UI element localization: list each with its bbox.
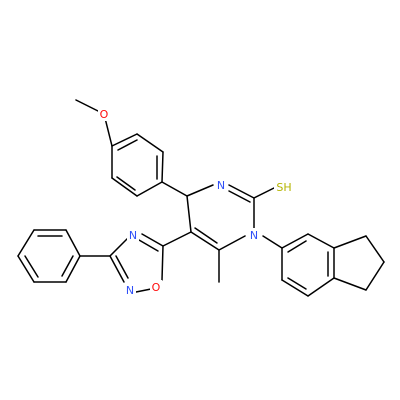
bond-c6-c5-b	[194, 227, 218, 244]
bond-n1-c6	[218, 235, 246, 251]
bond-cp-2	[365, 235, 385, 263]
bond-oxd-n4-c3	[109, 237, 129, 257]
bond-n3-c2-b	[228, 190, 251, 203]
bond-oxd-c5-n4-a	[141, 233, 164, 247]
bond-oxd-o-c5	[161, 245, 164, 281]
bond-aryl-c4	[161, 181, 188, 197]
bond-c5-oxd	[162, 231, 192, 247]
bond-layer	[17, 99, 385, 297]
bond-ph-6	[65, 255, 81, 283]
bond-ind-inner-3	[287, 277, 307, 290]
bond-mp-2	[136, 133, 164, 153]
bond-oxd-n2-o	[135, 288, 152, 293]
bond-mp-1	[111, 133, 138, 147]
bond-ind-inner-1	[287, 240, 307, 253]
bond-ph-inner-3	[61, 255, 74, 277]
bond-oxd-c3-n2-b	[115, 255, 129, 279]
bond-cp-1	[333, 235, 367, 249]
bond-c2-s	[253, 187, 275, 199]
atom-methoxy-oxygen: O	[100, 108, 109, 121]
atom-ring-nitrogen-top: N	[217, 179, 225, 192]
bond-ph-inner-2	[24, 255, 39, 278]
bond-c4-n3	[186, 184, 214, 197]
bond-mp-inner-3	[116, 176, 136, 191]
bond-mp-5	[111, 177, 138, 197]
bond-ind-5	[281, 279, 309, 297]
bond-ph-1	[65, 229, 81, 257]
atom-thiol: SH	[276, 181, 291, 194]
bond-n1-indane	[262, 235, 283, 249]
bond-ph-3	[17, 229, 35, 257]
atom-ring-nitrogen-bottom: N	[250, 229, 258, 242]
bond-mp-inner-1	[117, 139, 138, 151]
bond-c5-c4	[186, 195, 192, 233]
bond-ind-2	[307, 233, 335, 249]
atom-oxadiazole-n-bottom: N	[126, 284, 134, 297]
atom-oxadiazole-o: O	[152, 281, 161, 294]
bond-ind-4	[307, 277, 335, 297]
bond-mp-4	[136, 181, 163, 197]
atom-label-layer: O N N SH N N O	[98, 107, 294, 297]
atom-oxadiazole-n-top: N	[129, 229, 137, 242]
bond-n3-c2-a	[228, 184, 255, 199]
bond-oxd-c5-n4-b	[138, 239, 159, 252]
bond-oxd-c3-n2-a	[109, 255, 125, 283]
bond-cp-4	[333, 277, 367, 291]
bond-mp-3	[161, 151, 164, 183]
bond-ph-4	[17, 255, 35, 283]
bond-cp-3	[365, 261, 385, 291]
bond-c6-c5-a	[190, 231, 220, 251]
bond-ind-1	[281, 233, 309, 249]
